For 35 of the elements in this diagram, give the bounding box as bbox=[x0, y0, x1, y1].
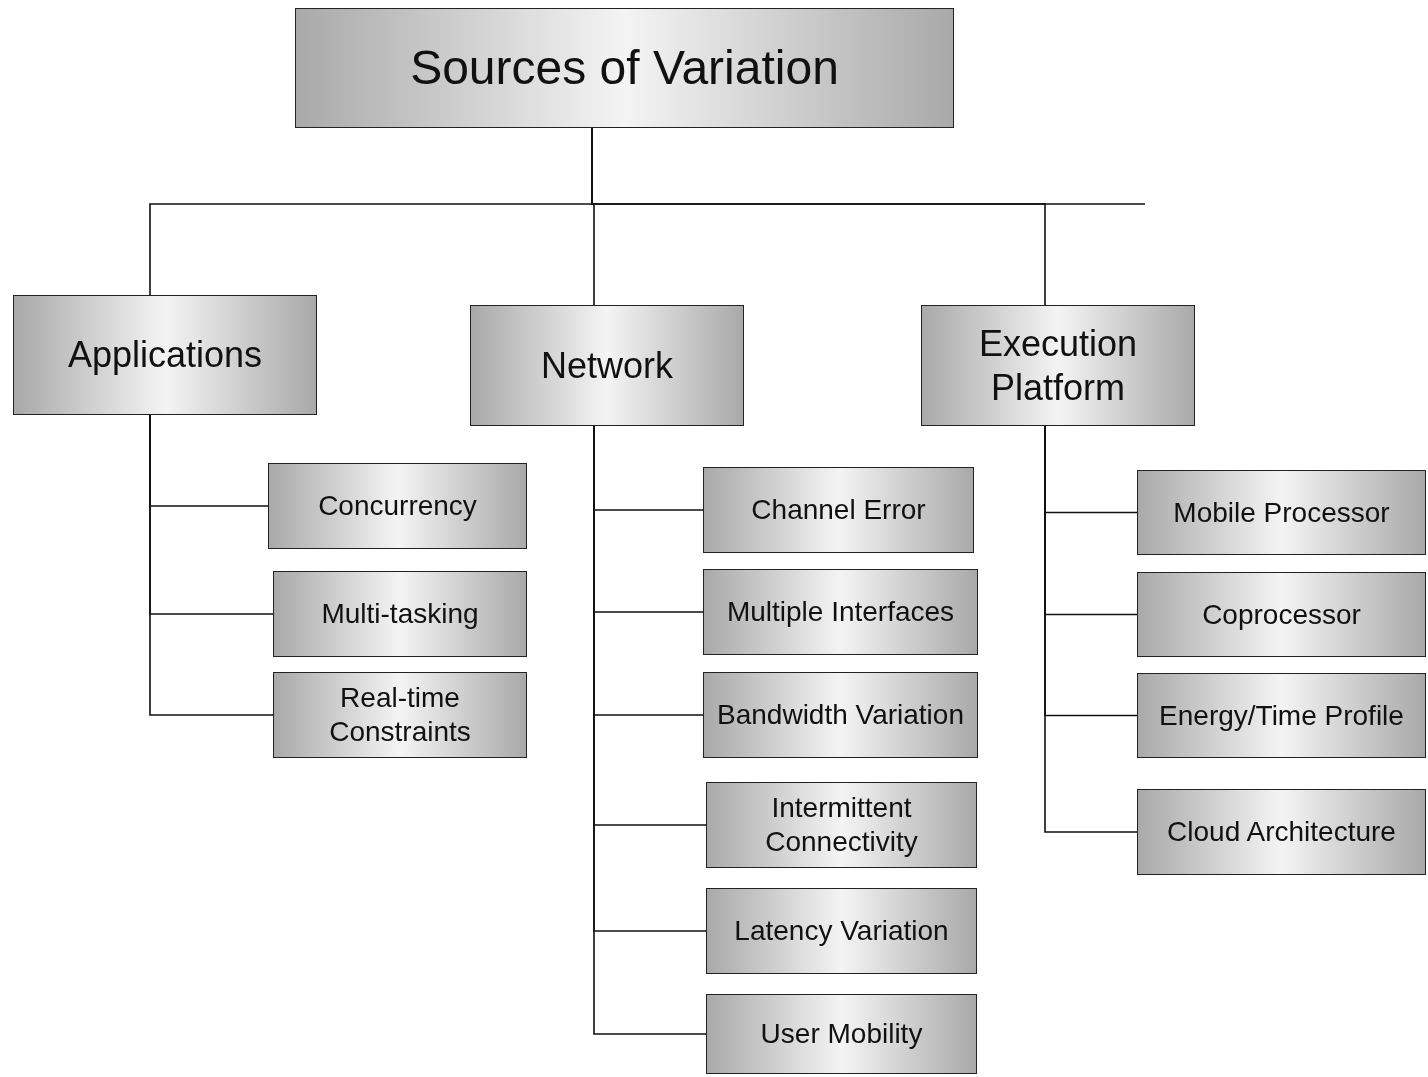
box-label: Concurrency bbox=[318, 489, 477, 523]
box-label: Multi-tasking bbox=[321, 597, 479, 631]
item-box bbox=[1137, 470, 1426, 555]
root-box bbox=[295, 8, 954, 128]
box-label: User Mobility bbox=[760, 1017, 923, 1051]
item-box bbox=[1137, 572, 1426, 657]
item-box bbox=[1137, 673, 1426, 758]
box-label: Multiple Interfaces bbox=[726, 595, 955, 629]
item-box bbox=[273, 672, 527, 758]
item-box bbox=[273, 571, 527, 657]
box-label: Applications bbox=[67, 333, 263, 377]
box-label: Latency Variation bbox=[734, 914, 949, 948]
box-label: Real-time Constraints bbox=[328, 681, 472, 749]
item-box bbox=[706, 888, 977, 974]
box-label: Bandwidth Variation bbox=[717, 698, 964, 732]
box-label: Energy/Time Profile bbox=[1159, 698, 1404, 733]
box-label: Coprocessor bbox=[1202, 597, 1361, 632]
category-box bbox=[13, 295, 317, 415]
item-box bbox=[706, 782, 977, 868]
category-box bbox=[921, 305, 1195, 426]
item-box bbox=[703, 672, 978, 758]
box-label: Cloud Architecture bbox=[1167, 815, 1396, 849]
connector-line bbox=[149, 414, 274, 716]
box-label: Sources of Variation bbox=[410, 40, 839, 97]
category-box bbox=[470, 305, 744, 426]
box-label: Channel Error bbox=[751, 493, 926, 527]
box-label: Network bbox=[541, 343, 673, 388]
box-label: Mobile Processor bbox=[1173, 495, 1390, 530]
item-box bbox=[1137, 789, 1426, 875]
box-label: Intermittent Connectivity bbox=[764, 791, 919, 859]
item-box bbox=[706, 994, 977, 1074]
box-label: Execution Platform bbox=[977, 322, 1139, 409]
item-box bbox=[703, 569, 978, 655]
item-box bbox=[268, 463, 527, 549]
item-box bbox=[703, 467, 974, 553]
